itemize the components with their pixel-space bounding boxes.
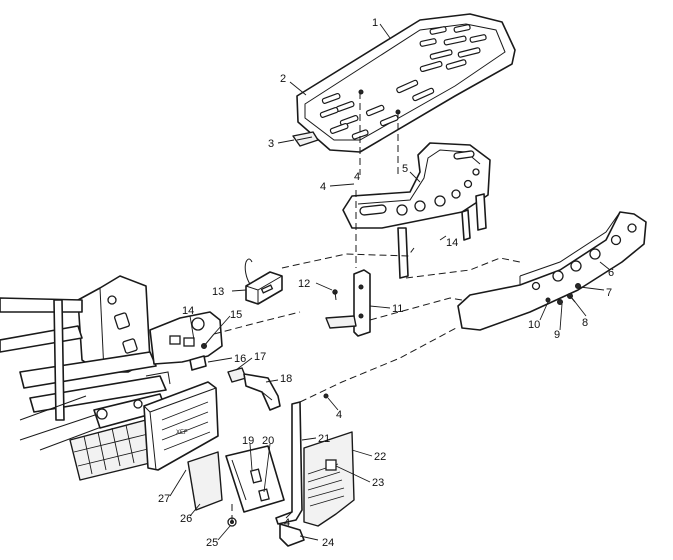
callout-6: 6 bbox=[608, 267, 614, 279]
callout-19: 19 bbox=[242, 435, 254, 447]
callout-23: 23 bbox=[372, 477, 384, 489]
callout-26: 26 bbox=[180, 513, 192, 525]
rack-support bbox=[342, 142, 491, 279]
callout-15: 15 bbox=[230, 309, 242, 321]
callout-10: 10 bbox=[528, 319, 540, 331]
callout-8: 8 bbox=[582, 317, 588, 329]
upper-rack bbox=[296, 13, 516, 153]
callout-2: 2 bbox=[280, 73, 286, 85]
housing-label: XEF bbox=[176, 430, 188, 436]
vertical-bracket bbox=[225, 393, 329, 525]
callout-5: 5 bbox=[402, 163, 408, 175]
callout-14b: 14 bbox=[182, 305, 194, 317]
callout-21: 21 bbox=[318, 433, 330, 445]
mount-bracket bbox=[325, 269, 371, 337]
callout-13: 13 bbox=[212, 286, 224, 298]
wiring-connectors bbox=[189, 333, 281, 411]
tail-light bbox=[244, 258, 283, 305]
callout-16: 16 bbox=[234, 353, 246, 365]
assembly-lines bbox=[213, 92, 521, 522]
callout-22: 22 bbox=[374, 451, 386, 463]
leader-lines bbox=[169, 23, 611, 541]
callout-18: 18 bbox=[280, 373, 292, 385]
callout-25: 25 bbox=[206, 537, 218, 549]
callout-11: 11 bbox=[392, 303, 403, 315]
callout-labels: 1 2 3 4 5 4 14 6 7 8 9 10 13 12 11 14 15… bbox=[158, 17, 614, 549]
callout-14a: 14 bbox=[446, 237, 458, 249]
rear-bumper bbox=[457, 211, 647, 331]
callout-17: 17 bbox=[254, 351, 266, 363]
hook-washer bbox=[227, 517, 305, 547]
callout-4c: 4 bbox=[336, 409, 342, 421]
callout-27: 27 bbox=[158, 493, 170, 505]
callout-20: 20 bbox=[262, 435, 274, 447]
callout-4d: 4 bbox=[284, 517, 290, 529]
main-frame bbox=[0, 275, 223, 481]
callout-4b: 4 bbox=[354, 171, 360, 183]
callout-9: 9 bbox=[554, 329, 560, 341]
callout-3: 3 bbox=[268, 138, 274, 150]
callout-12: 12 bbox=[298, 278, 310, 290]
callout-1: 1 bbox=[372, 17, 378, 29]
rear-housing: XEF bbox=[143, 381, 223, 511]
callout-24: 24 bbox=[322, 537, 334, 549]
mud-flap bbox=[303, 431, 355, 527]
rack-clip bbox=[292, 131, 319, 147]
callout-7: 7 bbox=[606, 287, 612, 299]
callout-4a: 4 bbox=[320, 181, 326, 193]
